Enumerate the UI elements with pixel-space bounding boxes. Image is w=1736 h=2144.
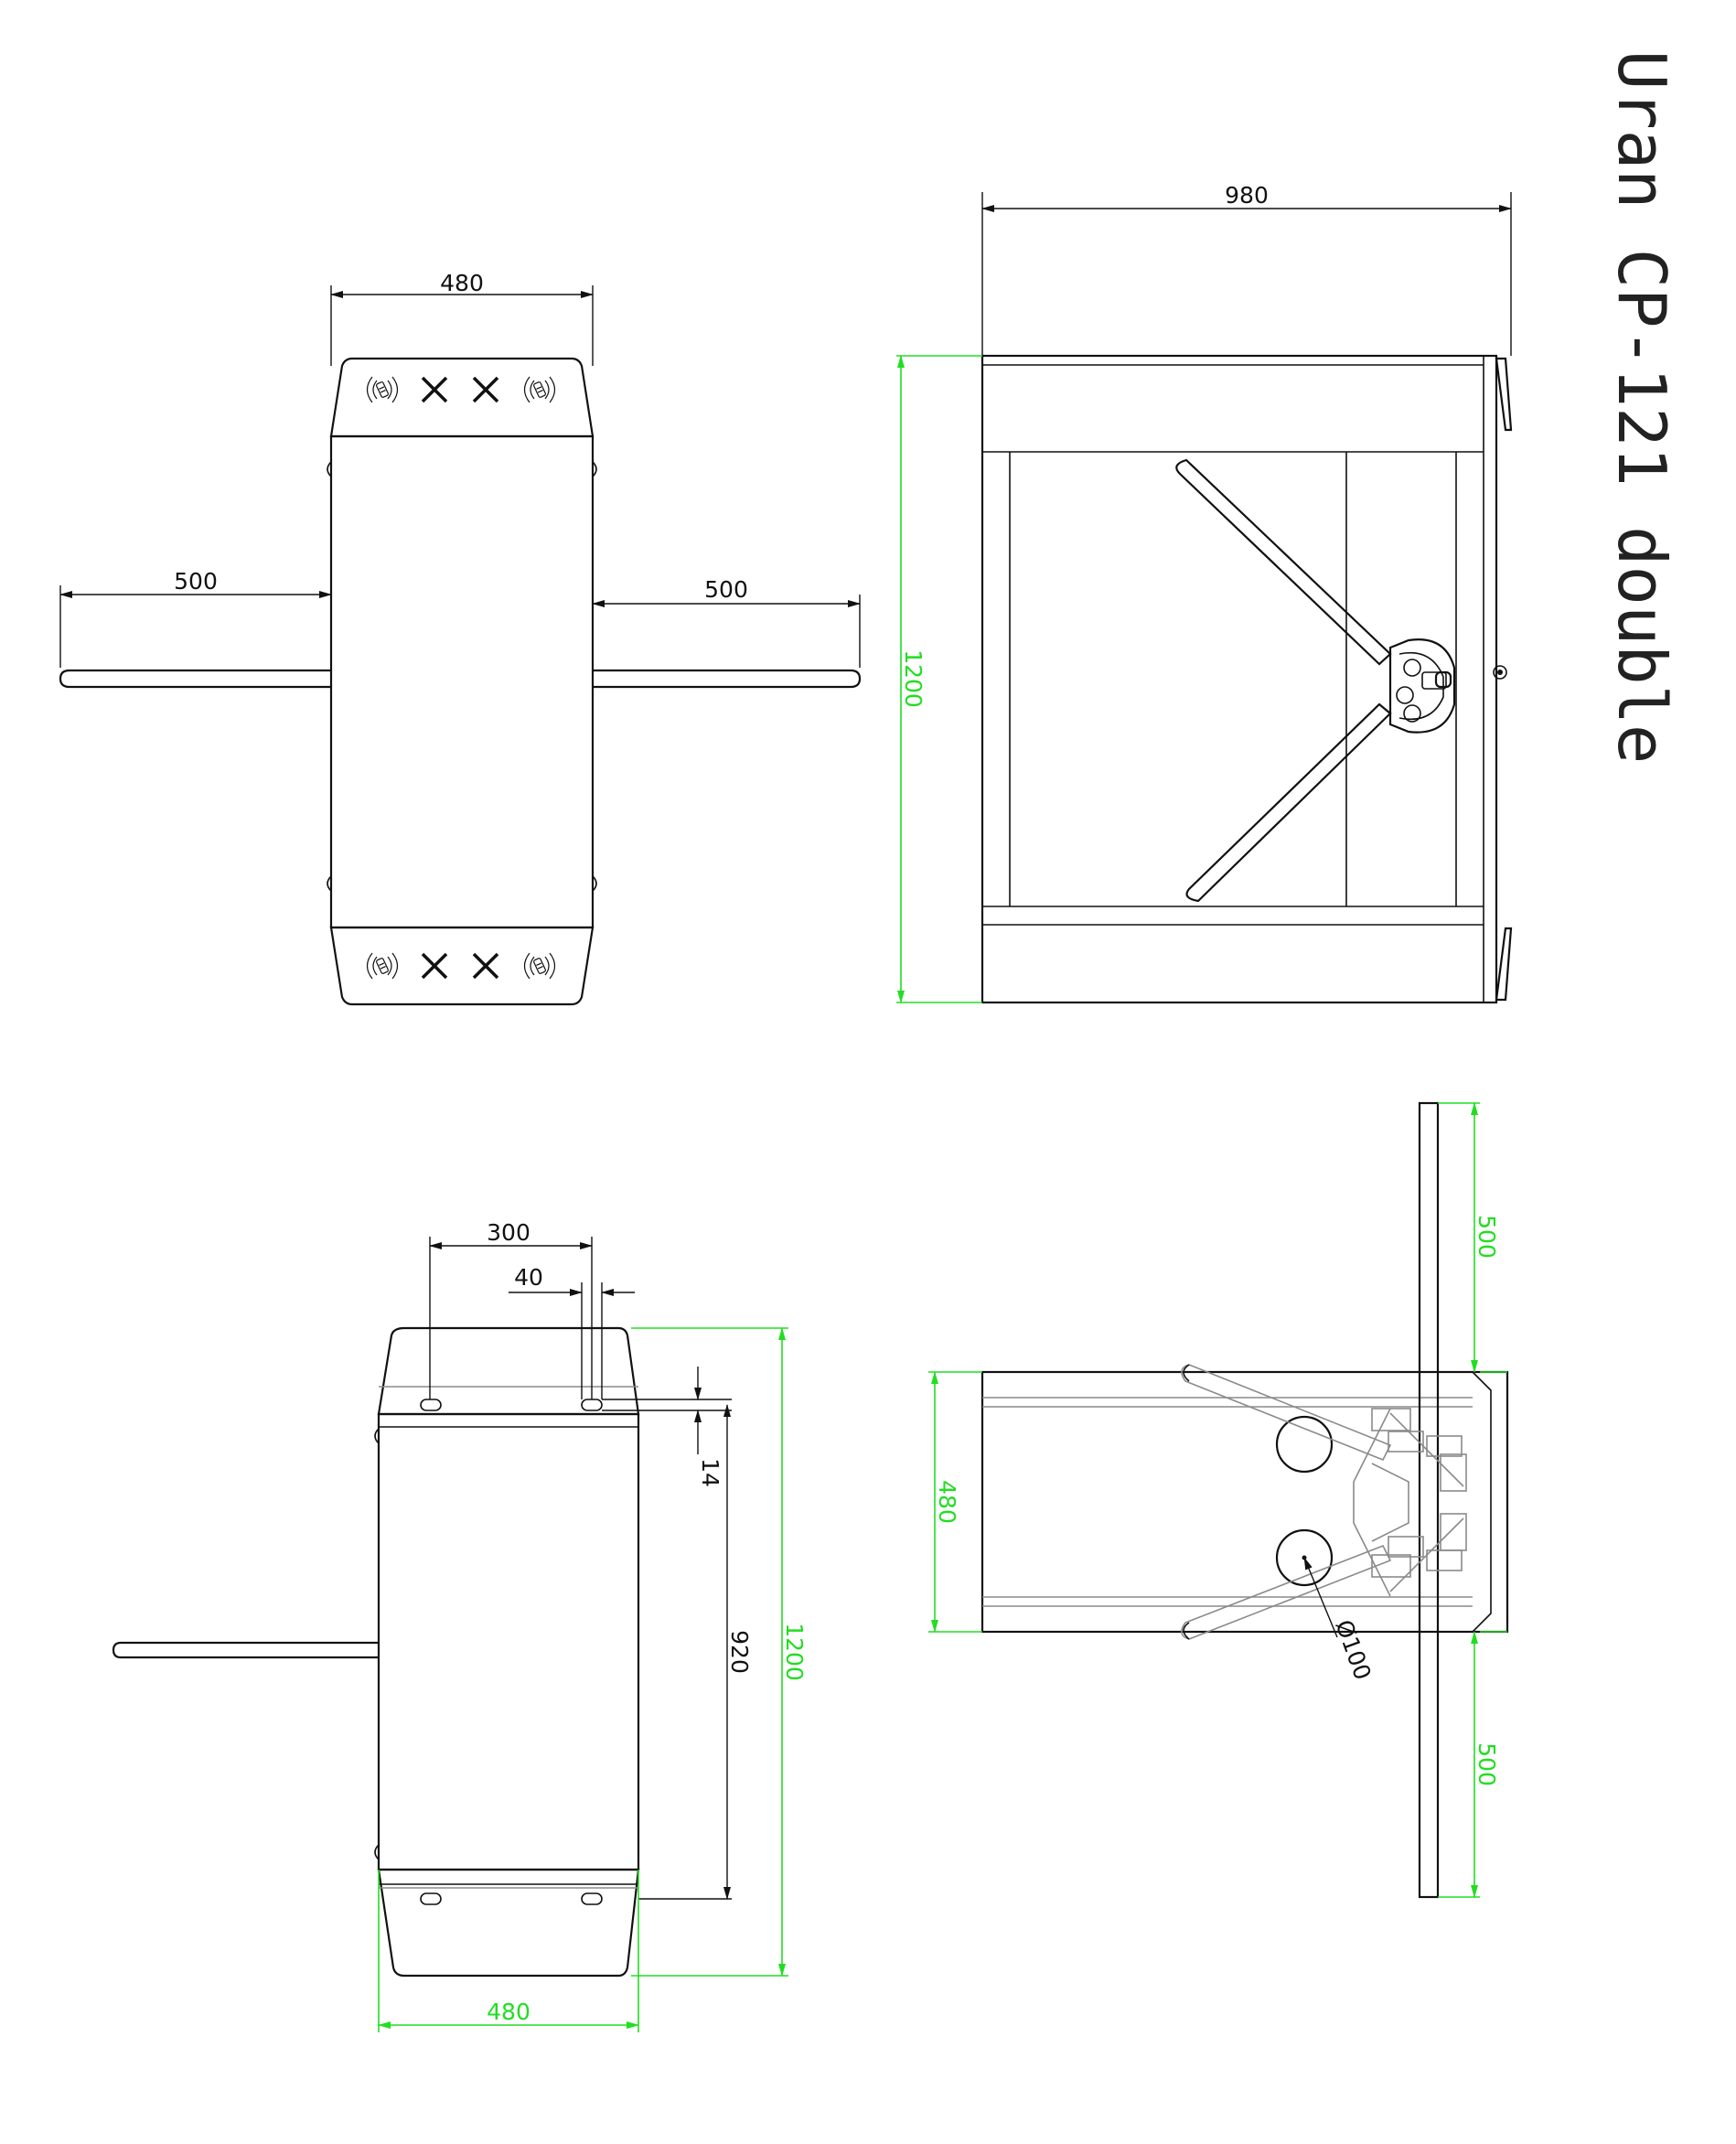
top-arm-bottom-dim: 500: [1473, 1742, 1500, 1786]
side-height-dim: 1200: [900, 649, 927, 708]
side-view: 980 1200: [896, 182, 1513, 1004]
rfid-reader-icon: [523, 376, 556, 403]
stop-x-icon: [421, 376, 499, 403]
front-arm-left-dim: 500: [174, 568, 218, 595]
base-hole-pitch-dim: 920: [726, 1630, 753, 1674]
front-arm-right-dim: 500: [704, 576, 748, 603]
base-hole-spacing-dim: 300: [487, 1219, 530, 1246]
top-width-dim: 480: [934, 1480, 960, 1524]
stop-x-icon: [421, 952, 499, 980]
base-hole-offset-dim: 40: [514, 1264, 543, 1291]
rfid-reader-icon: [366, 952, 399, 980]
front-view: 480 500 500: [59, 270, 862, 1006]
rfid-reader-icon: [366, 376, 399, 403]
side-length-dim: 980: [1225, 182, 1269, 209]
base-width-dim: 480: [487, 1999, 530, 2025]
front-width-dim: 480: [440, 270, 484, 296]
drawing-title: Uran CP-121 double: [1603, 50, 1680, 764]
top-view: Ø100 480 500 500: [928, 1101, 1509, 1899]
base-view: 300 40 14 920 1200 480: [112, 1219, 808, 2032]
top-diameter-dim: Ø100: [1330, 1616, 1376, 1683]
rfid-reader-icon: [523, 952, 556, 980]
base-height-dim: 1200: [781, 1623, 808, 1681]
top-arm-top-dim: 500: [1473, 1215, 1500, 1259]
base-hole-size-dim: 14: [697, 1458, 723, 1487]
